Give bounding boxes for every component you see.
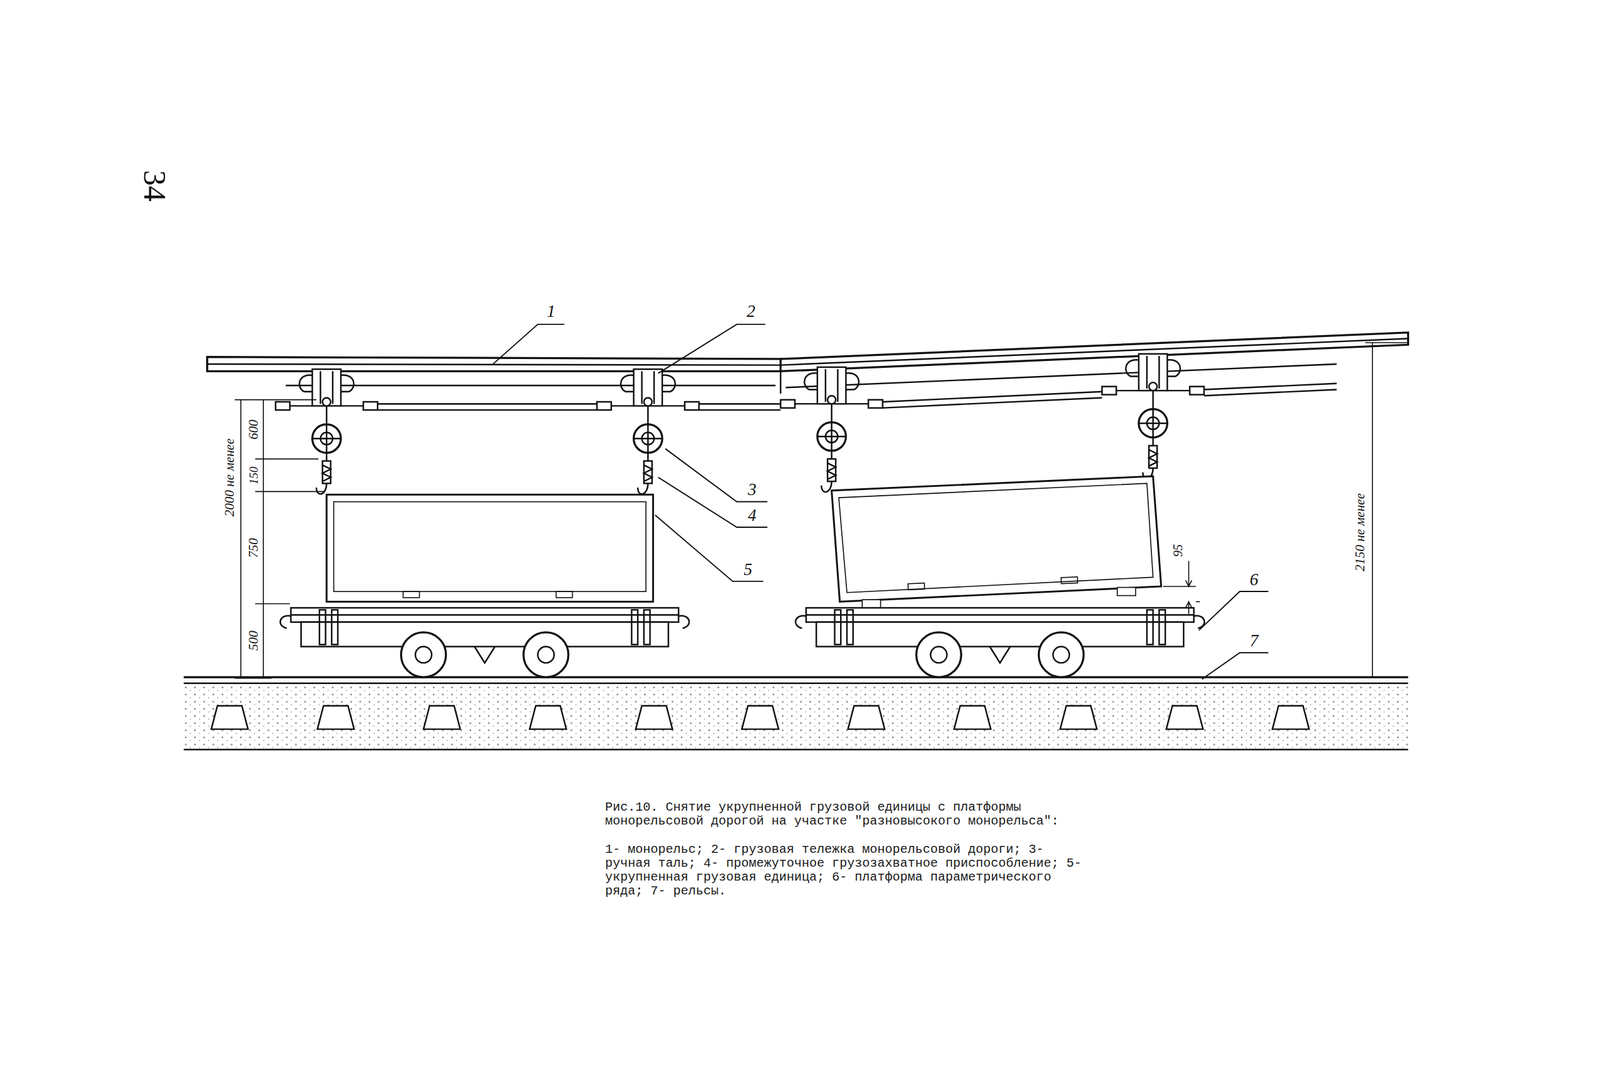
dimension-lines <box>235 332 1409 679</box>
track-bed <box>184 677 1409 750</box>
cargo-units-part <box>908 583 925 591</box>
cargo-units-part <box>831 476 1162 602</box>
dimension-lines-part <box>240 400 242 679</box>
monorail-trolleys <box>275 354 1204 495</box>
dimension-lines-part <box>1364 342 1408 344</box>
dimension-lines-part <box>1364 676 1380 679</box>
monorail-beam-part <box>1204 389 1337 396</box>
dimension-lines-part <box>235 399 256 401</box>
dimension-label: 2000 не менее <box>223 438 237 517</box>
monorail-beam-part <box>882 391 1103 403</box>
monorail-trolleys-part <box>1102 354 1205 479</box>
dimension-lines-part <box>1188 561 1190 587</box>
track-bed-part <box>635 705 673 730</box>
dimension-lines-part <box>255 458 319 461</box>
leader-lines <box>492 324 1269 680</box>
dimension-label: 2150 не менее <box>1353 493 1367 572</box>
dimension-lines-part <box>255 603 290 605</box>
monorail-beam-part <box>780 339 1409 366</box>
monorail-beam-part <box>377 403 597 405</box>
leader-lines-part <box>657 324 766 374</box>
callout-number: 5 <box>743 560 753 578</box>
callout-number: 1 <box>546 302 556 320</box>
leader-lines-part <box>665 448 768 502</box>
monorail-trolleys-part <box>275 369 378 495</box>
cargo-units-part <box>403 591 420 599</box>
track-bed-part <box>184 683 1409 685</box>
track-bed-part <box>184 749 1409 751</box>
leader-lines-part <box>492 324 565 366</box>
leader-lines-part <box>1199 591 1269 631</box>
track-bed-part <box>184 685 1409 750</box>
monorail-beam-part <box>207 364 781 366</box>
callout-number: 4 <box>748 506 757 524</box>
monorail-trolleys-part <box>596 369 699 495</box>
track-bed-part <box>184 676 1409 679</box>
monorail-trolleys-part <box>780 367 883 493</box>
page-number: 34 <box>139 170 171 202</box>
monorail-beam-part <box>882 397 1103 408</box>
callout-number: 3 <box>748 481 757 499</box>
dimension-label: 150 <box>247 466 259 485</box>
dimension-lines-part <box>1196 601 1200 603</box>
cargo-units <box>326 476 1161 609</box>
monorail-beam-part <box>1204 383 1337 391</box>
cargo-units-part <box>1061 577 1078 585</box>
dimension-lines-part <box>1163 586 1197 588</box>
cargo-units-part <box>1117 587 1136 597</box>
callout-number: 7 <box>1249 632 1259 650</box>
cargo-units-part <box>326 494 653 602</box>
track-bed-part <box>954 705 991 730</box>
dimension-lines-part <box>255 399 317 401</box>
leader-lines-part <box>1201 652 1268 680</box>
dimension-label: 750 <box>246 538 260 559</box>
dimension-lines-part <box>1185 580 1193 587</box>
dimension-lines-part <box>1185 601 1193 609</box>
platforms-part <box>795 608 1205 678</box>
track-bed-part <box>529 705 566 730</box>
dimension-label: 600 <box>246 419 260 440</box>
track-bed-part <box>317 705 355 730</box>
dimension-lines-part <box>255 491 325 493</box>
dimension-lines-part <box>1407 332 1410 345</box>
monorail-beam-part <box>206 357 208 372</box>
monorail-beam-part <box>785 364 1337 388</box>
callout-number: 6 <box>1249 570 1259 588</box>
dimension-lines-part <box>262 400 265 679</box>
dimension-label: 500 <box>246 630 260 651</box>
leader-lines-part <box>657 477 767 528</box>
callout-number: 2 <box>746 302 756 320</box>
track-bed-part <box>1166 705 1203 730</box>
monorail-beam-part <box>698 403 781 405</box>
dimension-label: 95 <box>1171 544 1185 558</box>
dimension-lines-part <box>235 678 272 680</box>
track-bed-part <box>848 705 885 730</box>
monorail-beam-part <box>780 359 782 394</box>
dimension-lines-part <box>1371 342 1374 678</box>
track-bed-part <box>423 705 461 730</box>
cargo-units-part <box>556 591 573 599</box>
monorail-beam-part <box>377 409 597 411</box>
platforms <box>280 608 1205 678</box>
cargo-units-part <box>862 599 881 609</box>
monorail-beam-part <box>698 409 781 411</box>
cargo-units-part <box>333 502 646 592</box>
monorail-beam <box>207 332 1409 411</box>
legend-text: 1- монорельс; 2- грузовая тележка моноре… <box>604 843 1093 899</box>
track-bed-part <box>211 705 248 730</box>
figure-caption: Рис.10. Снятие укрупненной грузовой един… <box>604 800 1093 829</box>
track-bed-part <box>741 705 779 730</box>
monorail-beam-part <box>285 385 776 387</box>
track-bed-part <box>1059 705 1097 730</box>
leader-lines-part <box>655 515 764 582</box>
platforms-part <box>280 608 690 678</box>
track-bed-part <box>1272 705 1309 730</box>
cargo-units-part <box>838 483 1154 593</box>
